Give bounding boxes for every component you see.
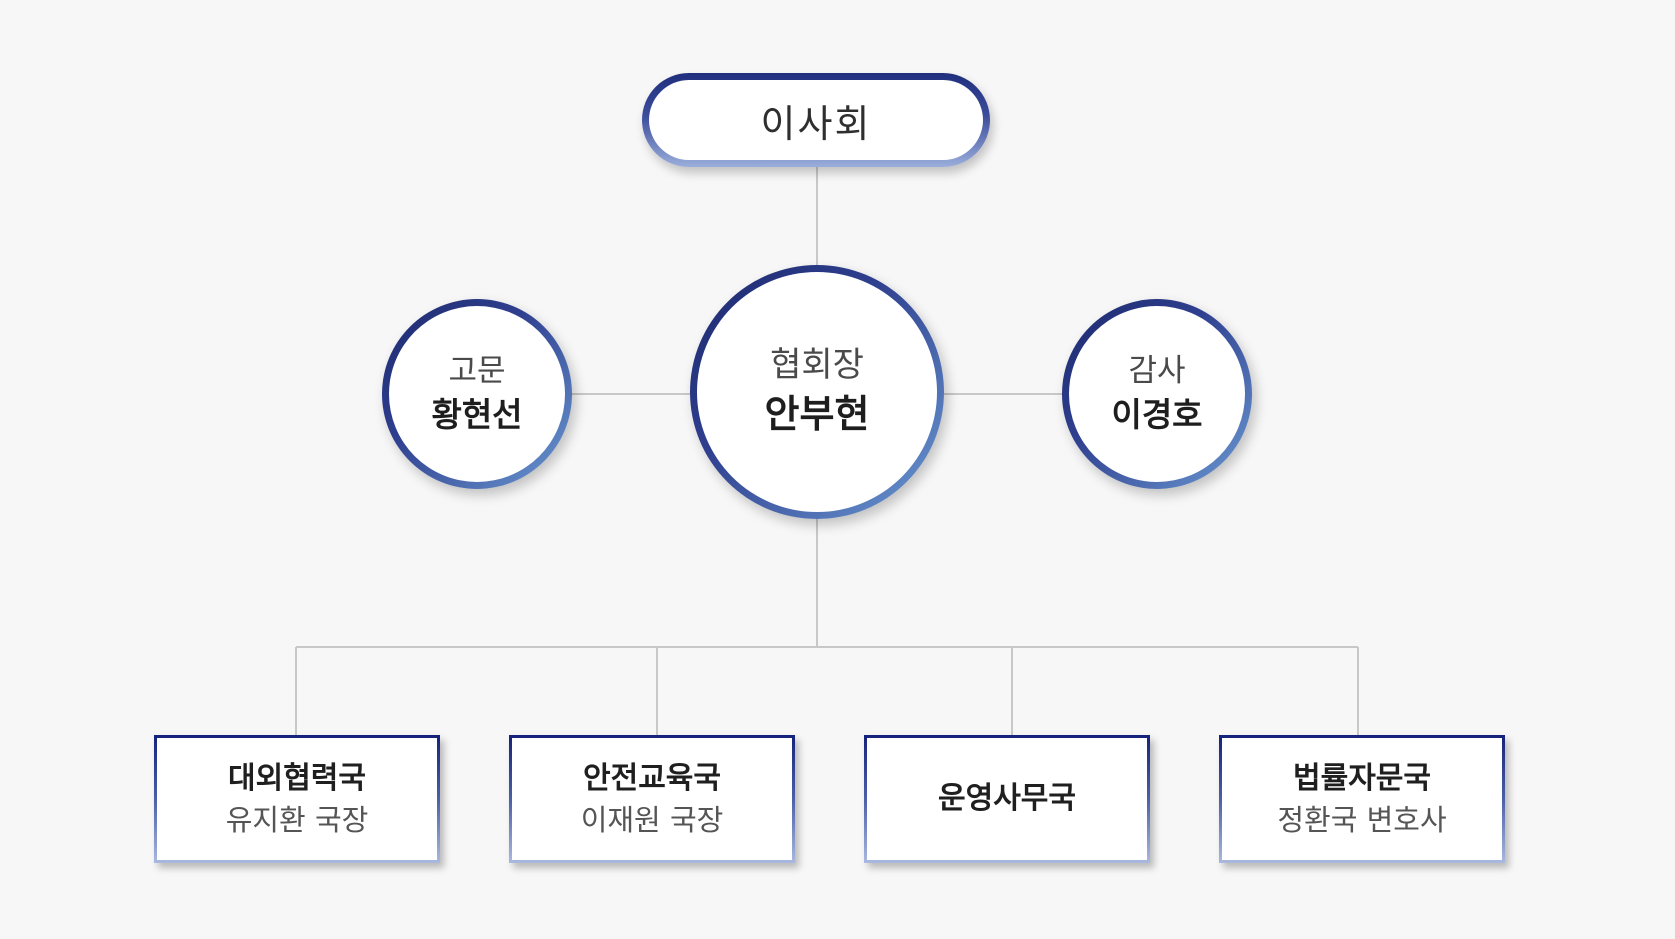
department-head: 유지환 국장 — [225, 802, 369, 837]
department-head: 정환국 변호사 — [1277, 802, 1447, 837]
department-name: 운영사무국 — [938, 781, 1076, 816]
auditor-role: 감사 — [1128, 352, 1186, 389]
auditor-name: 이경호 — [1111, 394, 1203, 434]
board-label: 이사회 — [760, 101, 872, 146]
president-role: 협회장 — [770, 345, 864, 386]
department-head: 이재원 국장 — [580, 802, 724, 837]
department-name: 법률자문국 — [1293, 760, 1431, 796]
president-name: 안부현 — [764, 392, 870, 437]
department-name: 안전교육국 — [583, 760, 721, 796]
advisor-name: 황현선 — [431, 394, 523, 434]
auditor-node: 감사 이경호 — [1062, 299, 1252, 489]
department-box-external-affairs: 대외협력국 유지환 국장 — [154, 735, 440, 863]
department-name: 대외협력국 — [228, 760, 366, 796]
department-box-operations: 운영사무국 — [864, 735, 1150, 863]
advisor-node: 고문 황현선 — [382, 299, 572, 489]
department-box-legal-advisory: 법률자문국 정환국 변호사 — [1219, 735, 1505, 863]
president-node: 협회장 안부현 — [690, 265, 944, 519]
board-node: 이사회 — [642, 73, 990, 167]
department-box-safety-education: 안전교육국 이재원 국장 — [509, 735, 795, 863]
advisor-role: 고문 — [448, 352, 506, 389]
